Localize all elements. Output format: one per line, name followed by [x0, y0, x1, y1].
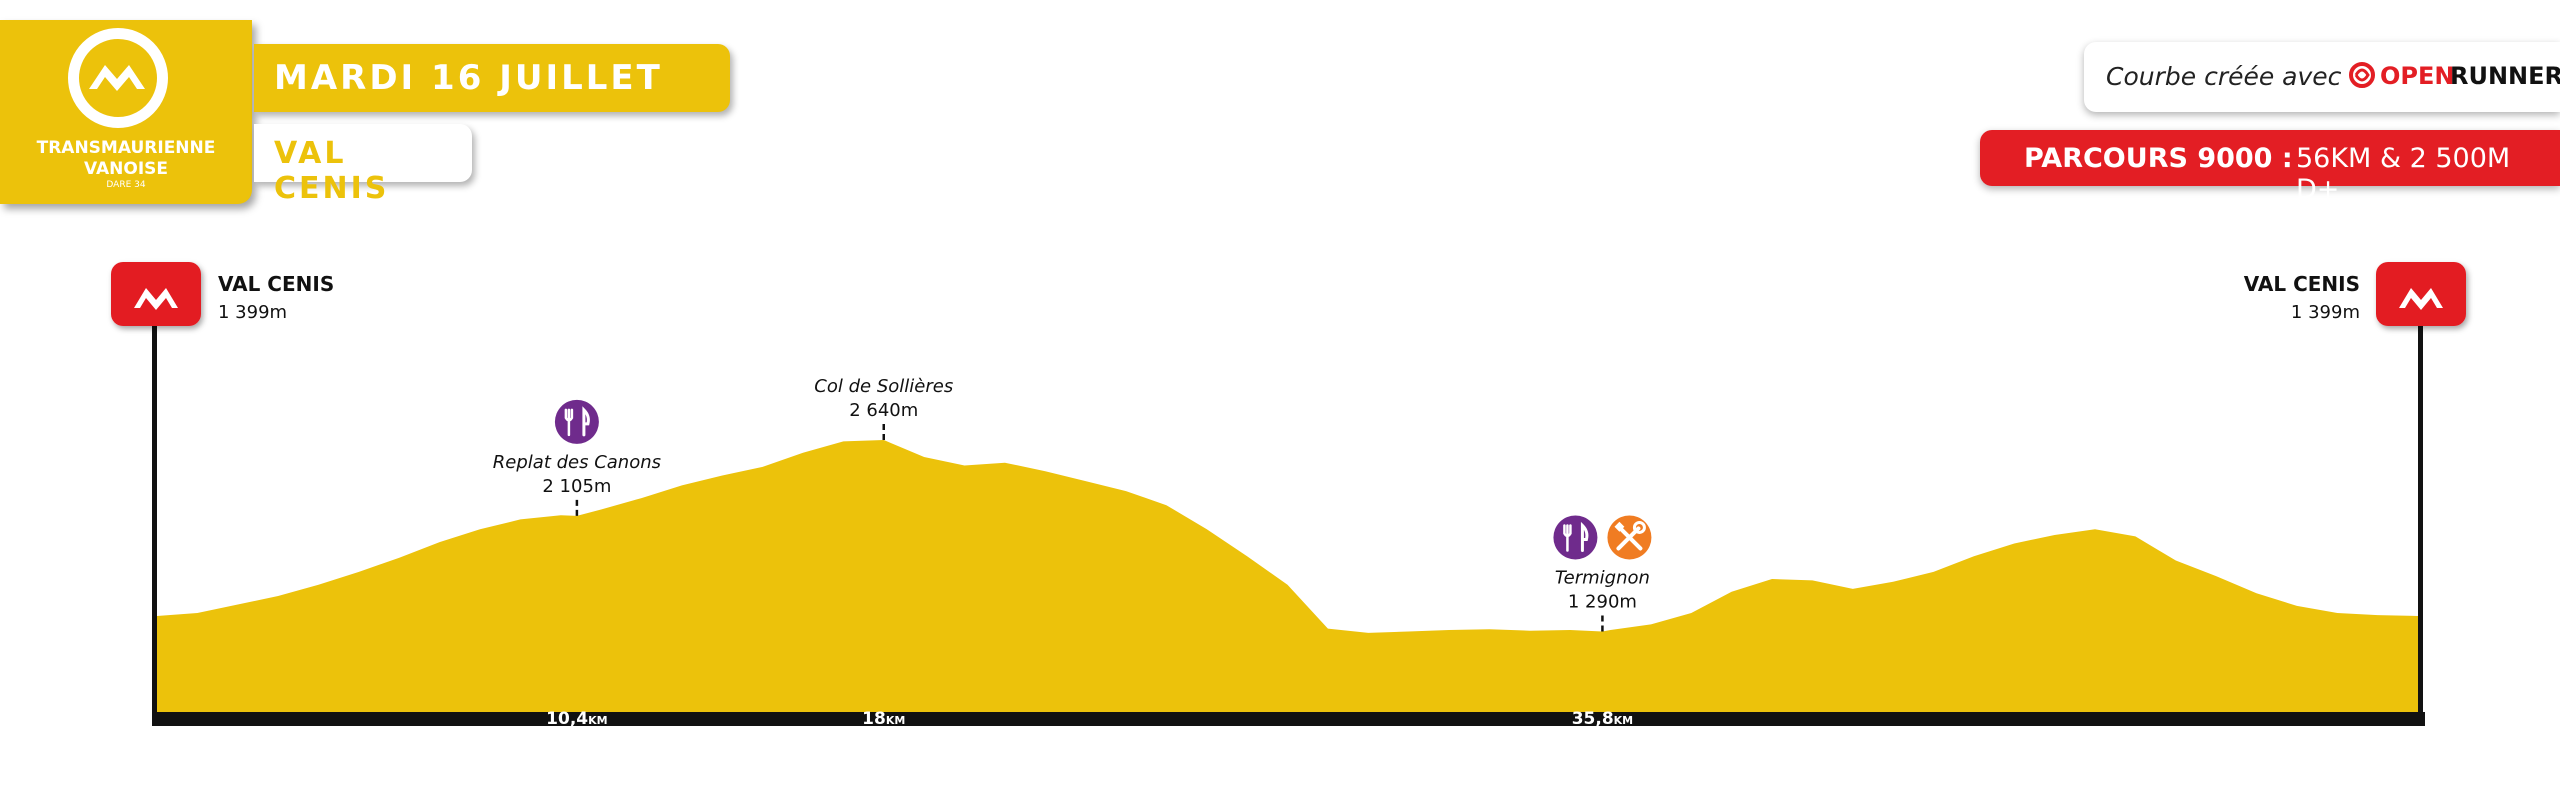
km-marker-value: 18 [862, 709, 886, 729]
profile-point: 2 640m Col de Sollières [814, 376, 953, 440]
start-mountain-icon [134, 288, 178, 310]
ravito-icon [554, 399, 599, 444]
finish-altitude: 1 399m [2291, 302, 2360, 323]
km-marker-unit: KM [886, 714, 905, 727]
openrunner-credit: Courbe créée avec OPEN RUNNER [2084, 42, 2560, 112]
point-altitude: 2 105m [542, 476, 611, 497]
point-name: Col de Sollières [814, 376, 953, 397]
finish-pole [2418, 290, 2423, 726]
location-banner: VAL CENIS [254, 124, 472, 206]
logo-text-line1: TRANSMAURIENNE [36, 138, 216, 158]
km-marker-unit: KM [1614, 714, 1633, 727]
km-marker-value: 10,4 [546, 709, 588, 729]
finish-mountain-icon [2399, 288, 2443, 310]
km-marker-label: 35,8KM [1572, 709, 1633, 729]
km-marker-value: 35,8 [1572, 709, 1614, 729]
start-pole [152, 290, 157, 726]
profile-point: 1 290m Termignon [1553, 515, 1652, 632]
start-flag [111, 262, 201, 326]
distance-baseline [155, 712, 2425, 726]
finish-name: VAL CENIS [2244, 272, 2360, 296]
logo-text-line3: DARE 34 [106, 180, 146, 190]
point-altitude: 2 640m [849, 400, 918, 421]
start-name: VAL CENIS [218, 272, 334, 296]
finish-flag [2376, 262, 2466, 326]
km-marker-unit: KM [588, 714, 607, 727]
parcours-value: 56KM & 2 500M D+ [2296, 143, 2511, 205]
credit-text: Courbe créée avec [2106, 62, 2342, 91]
logo-text-line2: VANOISE [83, 159, 169, 179]
openrunner-logo-icon [2349, 62, 2375, 88]
ravito-icon [1553, 515, 1598, 560]
point-altitude: 1 290m [1568, 591, 1637, 612]
logo-mountain-icon [68, 28, 168, 128]
brand-open: OPEN [2380, 62, 2455, 90]
point-name: Replat des Canons [493, 452, 661, 473]
point-name: Termignon [1555, 567, 1650, 588]
stage-location: VAL CENIS [274, 136, 390, 206]
start-altitude: 1 399m [218, 302, 287, 323]
elevation-area [157, 440, 2418, 712]
parcours-banner: PARCOURS 9000 : 56KM & 2 500M D+ [1980, 130, 2560, 205]
km-marker-label: 18KM [862, 709, 905, 729]
date-banner: MARDI 16 JUILLET [254, 44, 730, 112]
parcours-label: PARCOURS 9000 : [2024, 143, 2293, 174]
km-marker-label: 10,4KM [546, 709, 607, 729]
event-logo: TRANSMAURIENNE VANOISE DARE 34 [0, 20, 252, 204]
assistance-icon [1607, 515, 1652, 560]
profile-point: 2 105m Replat des Canons [493, 399, 661, 516]
brand-runner: RUNNER [2450, 62, 2560, 90]
stage-date: MARDI 16 JUILLET [274, 58, 663, 98]
